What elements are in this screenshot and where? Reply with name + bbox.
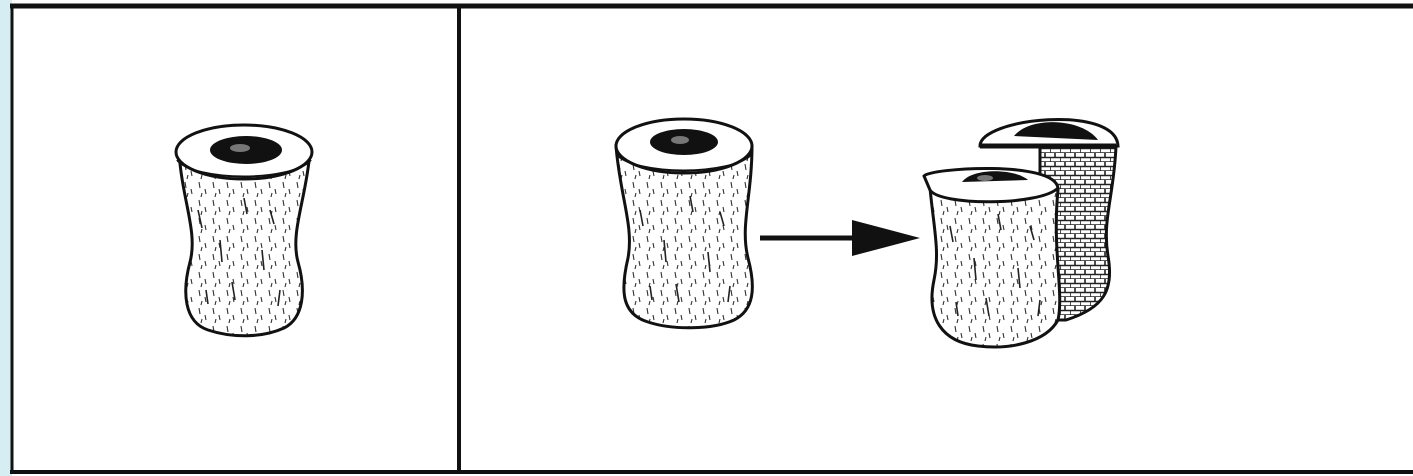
bone-plug-icon <box>176 125 312 336</box>
bone-plug-icon-right <box>616 119 752 328</box>
arrow-right-icon <box>760 220 920 256</box>
split-bone-plug-icon <box>924 119 1118 346</box>
left-edge-tint <box>0 0 12 476</box>
